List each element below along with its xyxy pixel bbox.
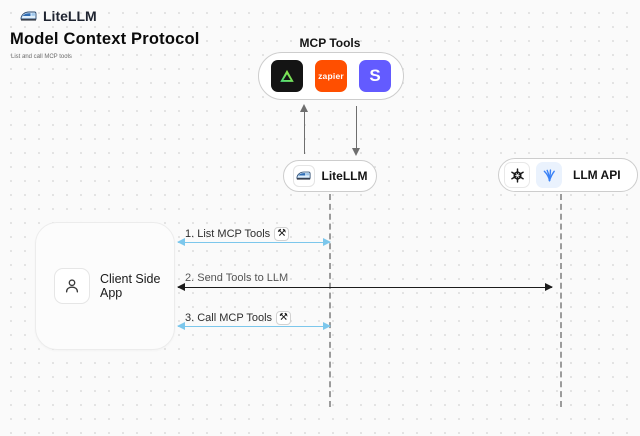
delta-ai-icon (271, 60, 303, 92)
client-side-app-node: Client Side App (35, 222, 175, 350)
mcp-tools-node: zapier S (258, 52, 404, 100)
litellm-node-label: LiteLLM (321, 169, 368, 183)
litellm-train-icon (292, 165, 315, 187)
user-icon (65, 279, 79, 293)
arrow-litellm-to-mcp (299, 104, 308, 154)
message-1-arrow (177, 237, 331, 246)
client-node-label: Client Side App (100, 272, 161, 300)
litellm-node: LiteLLM (283, 160, 377, 192)
arrow-mcp-to-litellm (351, 106, 360, 156)
llm-provider-icon (536, 162, 562, 188)
page-subtitle: List and call MCP tools (11, 54, 72, 60)
zapier-icon: zapier (315, 60, 347, 92)
message-2-label: 2. Send Tools to LLM (185, 272, 288, 284)
message-1-label: 1. List MCP Tools ⚒ (185, 227, 290, 241)
openai-logo-icon (510, 167, 524, 183)
openai-icon (504, 162, 530, 188)
message-2-text: 2. Send Tools to LLM (185, 272, 289, 284)
litellm-lifeline (329, 194, 331, 407)
green-triangle-icon (280, 69, 294, 82)
llm-api-lifeline (560, 194, 562, 407)
message-3-label: 3. Call MCP Tools ⚒ (185, 311, 291, 325)
train-icon (296, 171, 311, 180)
page-title: Model Context Protocol (10, 30, 200, 48)
tools-icon: ⚒ (274, 227, 290, 241)
message-2-arrow (177, 282, 553, 291)
message-1-text: 1. List MCP Tools (185, 228, 271, 240)
person-icon (54, 268, 90, 304)
brand-name: LiteLLM (43, 8, 97, 24)
llm-api-node-label: LLM API (573, 168, 621, 182)
zapier-wordmark: zapier (318, 71, 344, 81)
blue-fan-icon (543, 168, 555, 181)
tools-icon: ⚒ (276, 311, 291, 325)
stripe-icon: S (359, 60, 391, 92)
message-3-text: 3. Call MCP Tools (185, 312, 273, 324)
llm-api-node: LLM API (498, 158, 638, 192)
mcp-tools-label: MCP Tools (299, 36, 361, 50)
stripe-letter: S (369, 66, 381, 85)
message-3-arrow (177, 321, 331, 330)
train-icon (20, 11, 37, 21)
brand-logo: LiteLLM (20, 8, 97, 24)
